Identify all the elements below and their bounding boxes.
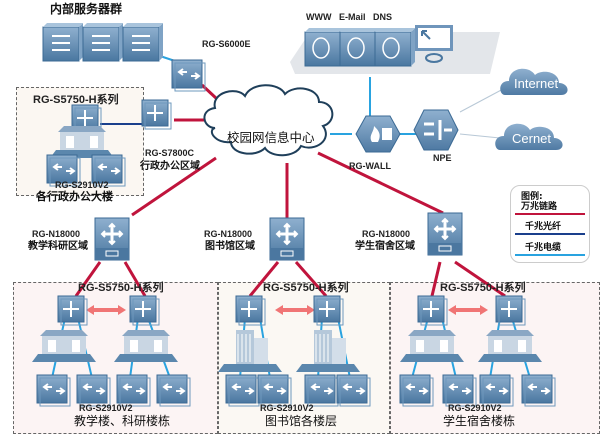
rg-s6000e-switch[interactable]: [171, 59, 206, 92]
library-agg-label: RG-S5750-H系列: [263, 282, 349, 294]
legend-label-copper: 千兆电缆: [525, 243, 562, 253]
teaching-core-switch[interactable]: [93, 216, 131, 262]
rg-s7800c-label: RG-S7800C: [145, 148, 195, 158]
teaching-access-switch-2[interactable]: [76, 374, 111, 407]
dorm-access-switch-3[interactable]: [479, 374, 514, 407]
legend-title: 图例:: [521, 192, 543, 202]
teaching-access-switch-4[interactable]: [156, 374, 191, 407]
legend: 图例: 万兆链路 千兆光纤 千兆电缆: [510, 185, 590, 263]
dorm-core-label: RG-N18000: [362, 229, 411, 239]
internet-cloud[interactable]: [500, 68, 568, 95]
dorm-core-switch[interactable]: [426, 211, 464, 257]
npe-router[interactable]: [413, 109, 459, 151]
legend-line-copper: [515, 254, 585, 256]
library-access-label: RG-S2910V2: [260, 403, 314, 413]
teaching-agg-switch-1[interactable]: [57, 295, 88, 326]
admin-area-label: 行政办公区域: [140, 161, 200, 172]
teaching-access-switch-1[interactable]: [36, 374, 71, 407]
dns-server[interactable]: [374, 27, 416, 67]
cernet-cloud[interactable]: [495, 123, 563, 150]
library-agg-switch-1[interactable]: [235, 295, 266, 326]
dns-label: DNS: [373, 12, 393, 22]
dorm-building-1: [400, 330, 464, 362]
teaching-building-1: [32, 330, 96, 362]
library-access-switch-1[interactable]: [225, 374, 260, 407]
core-cloud-label: 校园网信息中心: [227, 130, 315, 145]
admin-agg-label: RG-S5750-H系列: [33, 94, 119, 106]
legend-label-10g: 万兆链路: [521, 202, 558, 212]
legend-line-10g: [515, 213, 585, 215]
library-core-label: RG-N18000: [204, 229, 253, 239]
dorm-agg-label: RG-S5750-H系列: [440, 282, 526, 294]
dorm-access-switch-4[interactable]: [521, 374, 556, 407]
dorm-access-label: RG-S2910V2: [448, 403, 502, 413]
library-area-label: 图书馆区域: [205, 241, 255, 252]
internal-server-3[interactable]: [122, 22, 164, 62]
admin-access-label: RG-S2910V2: [55, 180, 109, 190]
redundancy-arrows: [86, 305, 488, 315]
server-farm-title: 内部服务器群: [50, 2, 123, 16]
legend-label-fiber: 千兆光纤: [525, 222, 562, 232]
www-server[interactable]: [304, 27, 346, 67]
library-access-switch-3[interactable]: [304, 374, 339, 407]
internal-server-2[interactable]: [82, 22, 124, 62]
rg-s6000e-label: RG-S6000E: [202, 39, 251, 49]
legend-line-fiber: [515, 233, 585, 235]
dorm-agg-switch-2[interactable]: [495, 295, 526, 326]
library-building-2: [295, 329, 361, 373]
library-building-label: 图书馆各楼层: [265, 414, 338, 428]
dorm-building-2: [478, 330, 542, 362]
admin-building-label: 各行政办公大楼: [36, 190, 113, 203]
library-access-switch-4[interactable]: [336, 374, 371, 407]
library-access-switch-2[interactable]: [257, 374, 292, 407]
teaching-building-2: [114, 330, 178, 362]
internet-label: Internet: [514, 76, 559, 91]
www-label: WWW: [306, 12, 332, 22]
email-server[interactable]: [339, 27, 381, 67]
dorm-building-label: 学生宿舍楼栋: [443, 414, 516, 428]
teaching-core-label: RG-N18000: [32, 229, 81, 239]
dorm-access-switch-2[interactable]: [442, 374, 477, 407]
teaching-access-switch-3[interactable]: [116, 374, 151, 407]
npe-label: NPE: [433, 153, 452, 163]
teaching-area-label: 教学科研区域: [28, 241, 88, 252]
admin-building: [50, 126, 114, 158]
internal-server-1[interactable]: [42, 22, 84, 62]
rg-s7800c-switch[interactable]: [141, 99, 172, 130]
dorm-agg-switch-1[interactable]: [417, 295, 448, 326]
library-core-switch[interactable]: [268, 216, 306, 262]
teaching-access-label: RG-S2910V2: [79, 403, 133, 413]
campus-core-cloud[interactable]: [203, 84, 334, 157]
cernet-label: Cernet: [512, 131, 552, 146]
rg-wall-label: RG-WALL: [349, 161, 391, 171]
library-building-1: [217, 329, 283, 373]
teaching-building-label: 教学楼、科研楼栋: [74, 414, 171, 428]
dorm-access-switch-1[interactable]: [399, 374, 434, 407]
email-label: E-Mail: [339, 12, 366, 22]
management-monitor-icon: [415, 25, 453, 63]
library-agg-switch-2[interactable]: [313, 295, 344, 326]
dorm-area-label: 学生宿舍区域: [355, 241, 415, 252]
rg-wall-firewall[interactable]: [355, 115, 401, 153]
teaching-agg-label: RG-S5750-H系列: [78, 282, 164, 294]
teaching-agg-switch-2[interactable]: [129, 295, 160, 326]
